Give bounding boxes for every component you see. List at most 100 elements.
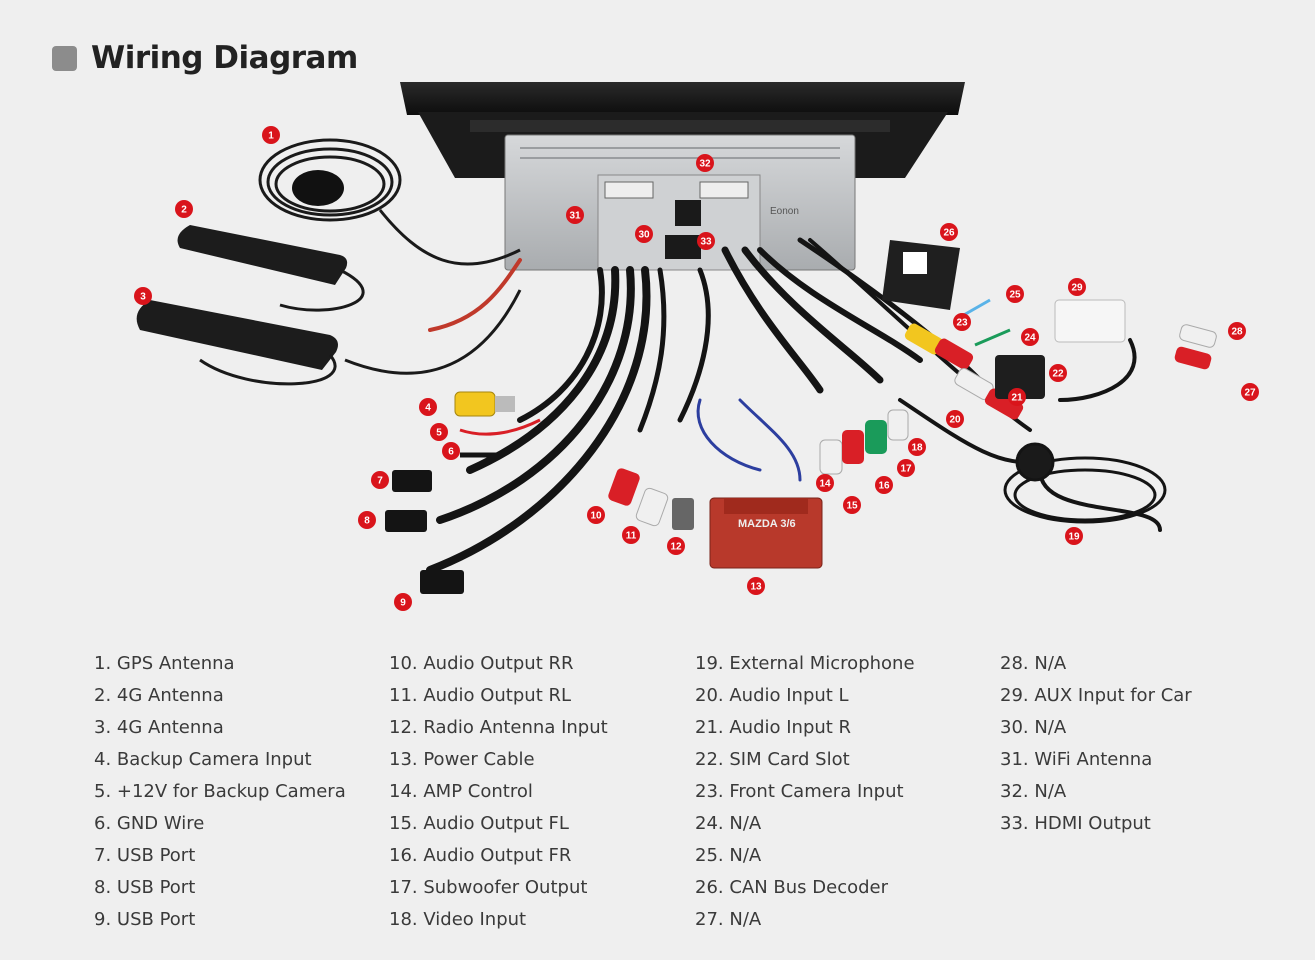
legend-item: 16. Audio Output FR: [389, 845, 572, 866]
legend-column-1: 1. GPS Antenna 2. 4G Antenna 3. 4G Anten…: [94, 648, 346, 936]
legend-item: 26. CAN Bus Decoder: [695, 877, 889, 898]
callout-19: 19: [1065, 527, 1083, 545]
svg-text:32: 32: [699, 159, 711, 170]
svg-text:29: 29: [1071, 283, 1083, 294]
callout-badges: 1 2 3 4 5 6 7 8 9 10 11 12 13 14 15 16 1…: [134, 126, 1259, 611]
square-bullet-icon: [52, 45, 77, 71]
callout-26: 26: [940, 223, 958, 241]
legend-item: 30. N/A: [1000, 717, 1067, 738]
svg-text:11: 11: [626, 531, 637, 542]
legend-item: 31. WiFi Antenna: [1000, 749, 1153, 770]
svg-text:26: 26: [943, 228, 955, 239]
rca-backup-camera: [454, 391, 515, 417]
callout-4: 4: [419, 398, 437, 416]
legend-item: 23. Front Camera Input: [695, 781, 904, 802]
svg-text:15: 15: [846, 501, 858, 512]
callout-33: 33: [697, 232, 715, 250]
rca-rear-outputs: [608, 468, 669, 527]
usb-connectors: [385, 470, 464, 594]
callout-24: 24: [1021, 328, 1039, 346]
callout-3: 3: [134, 287, 152, 305]
callout-1: 1: [262, 126, 280, 144]
external-microphone: [1003, 442, 1167, 524]
callout-25: 25: [1006, 285, 1024, 303]
svg-text:23: 23: [956, 318, 968, 329]
legend-item: 10. Audio Output RR: [389, 653, 574, 674]
legend-item: 6. GND Wire: [94, 813, 205, 834]
legend-item: 19. External Microphone: [695, 653, 915, 674]
legend-item: 18. Video Input: [389, 909, 527, 930]
wiring-diagram: Eonon: [134, 82, 1259, 611]
legend-item: 5. +12V for Backup Camera: [94, 781, 346, 802]
cable-bundle: [426, 237, 1162, 574]
callout-8: 8: [358, 511, 376, 529]
legend-item: 4. Backup Camera Input: [94, 749, 312, 770]
legend-item: 3. 4G Antenna: [94, 717, 224, 738]
svg-text:5: 5: [436, 428, 442, 439]
legend: 1. GPS Antenna 2. 4G Antenna 3. 4G Anten…: [0, 648, 1315, 948]
legend-item: 1. GPS Antenna: [94, 653, 235, 674]
loose-wires: [459, 298, 1011, 458]
svg-text:1: 1: [268, 131, 274, 142]
svg-text:8: 8: [364, 516, 370, 527]
callout-10: 10: [587, 506, 605, 524]
4g-antenna-top: [177, 225, 365, 312]
sim-card-box: [995, 355, 1045, 399]
callout-12: 12: [667, 537, 685, 555]
legend-item: 20. Audio Input L: [695, 685, 849, 706]
svg-text:16: 16: [878, 481, 890, 492]
legend-item: 22. SIM Card Slot: [695, 749, 850, 770]
svg-text:3: 3: [140, 292, 146, 303]
svg-text:18: 18: [911, 443, 923, 454]
callout-29: 29: [1068, 278, 1086, 296]
svg-text:4: 4: [425, 403, 431, 414]
callout-17: 17: [897, 459, 915, 477]
legend-item: 29. AUX Input for Car: [1000, 685, 1192, 706]
svg-text:19: 19: [1068, 532, 1080, 543]
svg-text:12: 12: [670, 542, 682, 553]
4g-antenna-bottom: [136, 289, 522, 386]
callout-16: 16: [875, 476, 893, 494]
svg-text:13: 13: [750, 582, 762, 593]
svg-text:27: 27: [1244, 388, 1256, 399]
svg-text:24: 24: [1024, 333, 1036, 344]
gps-puck: [292, 170, 344, 206]
rca-aux-inputs: [904, 323, 1024, 420]
svg-text:31: 31: [569, 211, 581, 222]
svg-text:10: 10: [590, 511, 602, 522]
power-harness: MAZDA 3/6: [709, 497, 823, 569]
svg-text:33: 33: [700, 237, 712, 248]
callout-32: 32: [696, 154, 714, 172]
svg-text:25: 25: [1009, 290, 1021, 301]
callout-20: 20: [946, 410, 964, 428]
svg-text:20: 20: [949, 415, 961, 426]
legend-item: 11. Audio Output RL: [389, 685, 572, 706]
callout-9: 9: [394, 593, 412, 611]
callout-30: 30: [635, 225, 653, 243]
callout-23: 23: [953, 313, 971, 331]
legend-item: 25. N/A: [695, 845, 762, 866]
svg-text:28: 28: [1231, 327, 1243, 338]
can-bus-decoder: [882, 240, 960, 310]
callout-2: 2: [175, 200, 193, 218]
callout-27: 27: [1241, 383, 1259, 401]
svg-text:22: 22: [1052, 369, 1064, 380]
callout-15: 15: [843, 496, 861, 514]
unit-brand-label: Eonon: [770, 206, 799, 217]
head-unit: Eonon: [400, 82, 965, 271]
aux-car-connector: [1054, 299, 1217, 370]
callout-28: 28: [1228, 322, 1246, 340]
svg-text:30: 30: [638, 230, 650, 241]
legend-item: 7. USB Port: [94, 845, 196, 866]
legend-item: 15. Audio Output FL: [389, 813, 569, 834]
rca-front-outputs: [819, 409, 909, 475]
legend-column-3: 19. External Microphone 20. Audio Input …: [695, 648, 915, 936]
radio-antenna-plug: [672, 498, 694, 530]
legend-item: 21. Audio Input R: [695, 717, 852, 738]
legend-item: 27. N/A: [695, 909, 762, 930]
callout-14: 14: [816, 474, 834, 492]
legend-item: 24. N/A: [695, 813, 762, 834]
callout-22: 22: [1049, 364, 1067, 382]
svg-text:21: 21: [1011, 393, 1023, 404]
callout-11: 11: [622, 526, 640, 544]
